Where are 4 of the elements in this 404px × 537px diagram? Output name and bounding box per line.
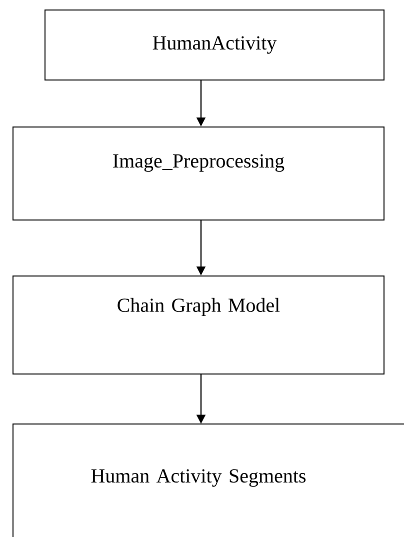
process-box: HumanActivity: [44, 10, 384, 80]
process-box: Human Activity Segments: [12, 424, 404, 537]
process-box: Image_Preprocessing: [12, 126, 384, 220]
process-box: Chain Graph Model: [12, 276, 384, 374]
